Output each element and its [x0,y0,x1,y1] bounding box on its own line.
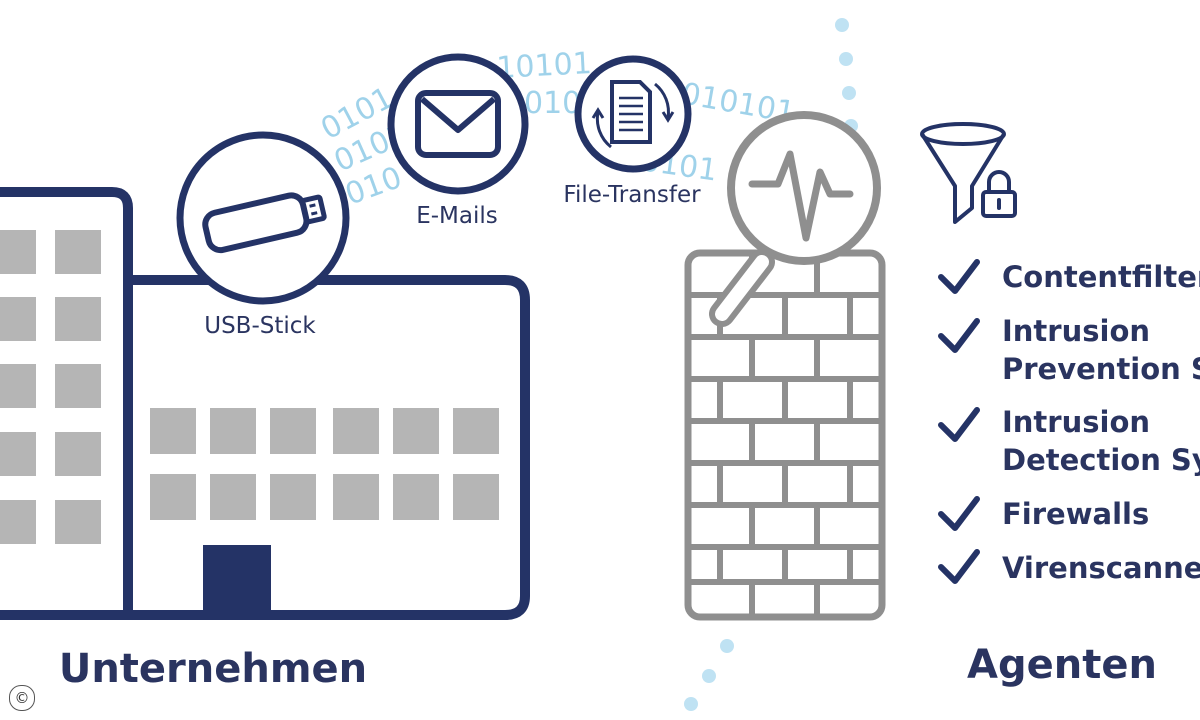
firewall-brick-wall-icon [684,249,886,621]
list-item: Intrusion Detection Sys [938,405,1200,477]
list-item: Virenscanner [938,549,1200,585]
envelope-icon [415,90,501,158]
list-item: Contentfilter [938,259,1200,294]
magnifier-icon [709,111,881,327]
list-item-label-line2: Detection Sys [1002,443,1200,477]
wide-building [0,275,530,620]
security-checklist: Contentfilter Intrusion Prevention Sy In… [938,259,1200,585]
checkmark-icon [938,496,980,531]
dotted-divider [684,18,858,711]
usb-bubble [176,131,350,305]
file-transfer-icon [591,80,675,149]
email-label: E-Mails [416,203,498,229]
usb-stick-label: USB-Stick [204,313,316,339]
list-item-label: Intrusion [1002,405,1150,439]
funnel-lock-icon [920,122,1017,224]
usb-stick-icon [202,192,327,254]
checkmark-icon [938,549,980,584]
list-item-label: Intrusion [1002,314,1150,348]
checkmark-icon [938,259,980,294]
list-item-label: Virenscanner [1002,551,1200,585]
tall-building [0,187,133,615]
agents-label: Agenten [967,642,1157,688]
company-label: Unternehmen [59,646,367,692]
file-transfer-bubble [574,55,692,173]
checkmark-icon [938,407,980,442]
file-transfer-label: File-Transfer [563,182,701,208]
list-item-label: Firewalls [1002,497,1149,531]
email-bubble [387,53,529,195]
checkmark-icon [938,318,980,353]
list-item: Intrusion Prevention Sy [938,314,1200,386]
copyright-badge: © [9,685,35,711]
list-item: Firewalls [938,496,1149,531]
list-item-label: Contentfilter [1002,260,1200,294]
building-door [203,545,271,615]
list-item-label-line2: Prevention Sy [1002,352,1200,386]
